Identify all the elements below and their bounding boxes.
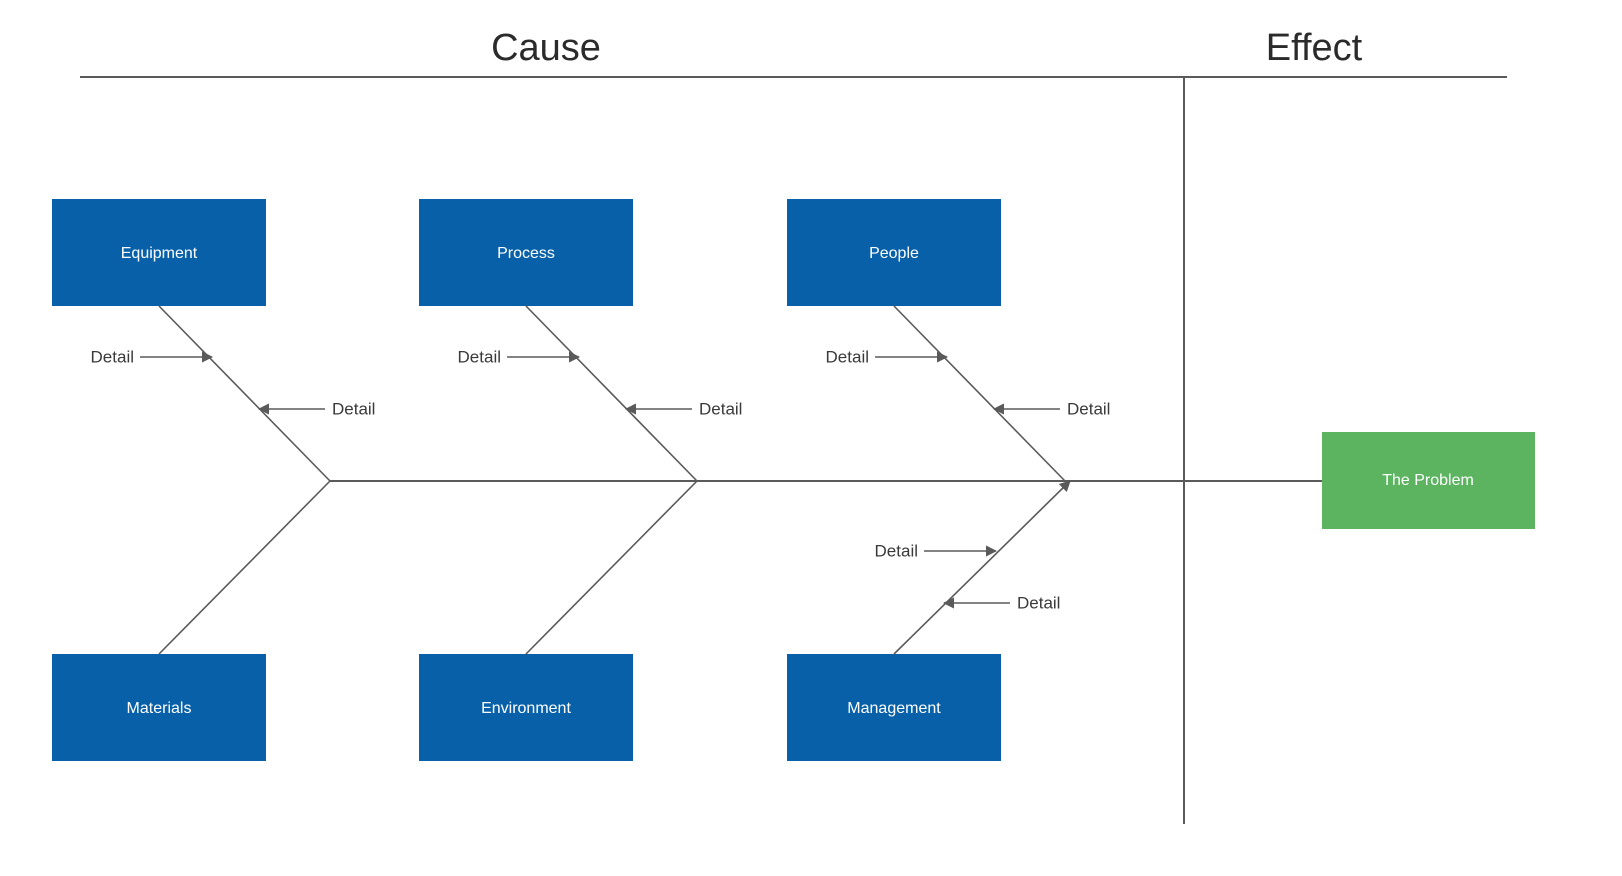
- effect-group[interactable]: The Problem: [1322, 432, 1535, 529]
- branch-people[interactable]: People Detail Detail: [787, 199, 1110, 482]
- category-box-equipment[interactable]: [52, 199, 266, 306]
- bone-line-management: [893, 480, 1071, 655]
- category-label-materials: Materials: [127, 700, 192, 717]
- bone-line-people: [893, 305, 1066, 482]
- detail-label-management-1: Detail: [875, 541, 918, 560]
- bone-line-process: [525, 305, 698, 482]
- detail-label-process-1: Detail: [458, 347, 501, 366]
- branch-environment[interactable]: Environment: [419, 480, 698, 761]
- category-label-process: Process: [497, 245, 555, 262]
- detail-label-process-2: Detail: [699, 399, 742, 418]
- category-box-process[interactable]: [419, 199, 633, 306]
- bone-line-environment: [525, 480, 698, 655]
- bone-line-equipment: [158, 305, 331, 482]
- bone-line-materials: [158, 480, 331, 655]
- detail-label-equipment-2: Detail: [332, 399, 375, 418]
- category-box-environment[interactable]: [419, 654, 633, 761]
- effect-box-label: The Problem: [1382, 472, 1474, 489]
- diagram-header: Cause Effect: [80, 27, 1507, 824]
- detail-label-management-2: Detail: [1017, 593, 1060, 612]
- category-label-people: People: [869, 245, 919, 262]
- detail-label-equipment-1: Detail: [91, 347, 134, 366]
- branch-process[interactable]: Process Detail Detail: [419, 199, 742, 482]
- category-box-materials[interactable]: [52, 654, 266, 761]
- category-box-management[interactable]: [787, 654, 1001, 761]
- category-label-management: Management: [847, 700, 941, 717]
- branch-management[interactable]: Management Detail Detail: [787, 480, 1071, 761]
- branch-equipment[interactable]: Equipment Detail Detail: [52, 199, 375, 482]
- effect-box[interactable]: [1322, 432, 1535, 529]
- detail-label-people-2: Detail: [1067, 399, 1110, 418]
- category-label-environment: Environment: [481, 700, 571, 717]
- category-label-equipment: Equipment: [121, 245, 198, 262]
- effect-title: Effect: [1266, 27, 1363, 69]
- detail-label-people-1: Detail: [826, 347, 869, 366]
- branch-materials[interactable]: Materials: [52, 480, 331, 761]
- category-box-people[interactable]: [787, 199, 1001, 306]
- cause-title: Cause: [491, 27, 601, 69]
